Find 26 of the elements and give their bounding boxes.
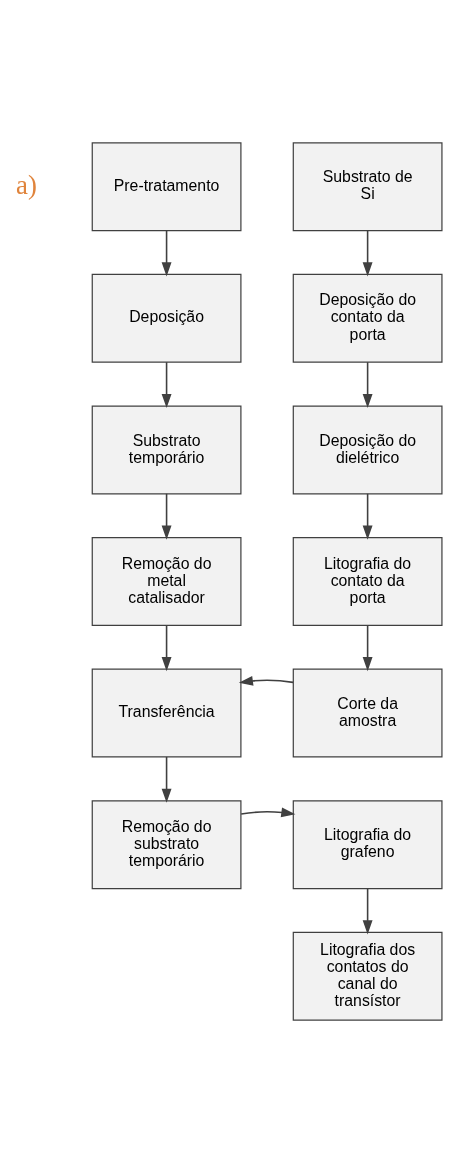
node-box: Pre-tratamento [91,141,242,231]
node-box: Litografia do contato da porta [292,536,443,626]
node-box: Remoção do substrato temporário [91,799,242,889]
arrow [240,807,296,817]
arrow [161,229,172,276]
node-box: Litografia do grafeno [292,799,443,889]
arrow [362,492,373,540]
label: a) [16,169,37,200]
arrow [362,229,373,276]
node-box: Substrato de Si [292,141,443,231]
node-box: Litografia dos contatos do canal do transístor [292,931,443,1021]
node-box: Substrato temporário [91,404,242,494]
node-box: Deposição do dielétrico [292,404,443,494]
node-box: Transferência [91,668,242,758]
arrow [238,675,294,686]
arrow [161,492,172,540]
arrow [362,624,373,671]
arrow [362,887,373,934]
node-box: Corte da amostra [292,668,443,758]
arrow [161,755,172,803]
arrow [161,624,172,671]
node-box: Deposição [91,273,242,363]
node-box: Deposição do contato da porta [292,273,443,363]
node-box: Remoção do metal catalisador [91,536,242,626]
arrow [161,360,172,408]
arrow [362,360,373,408]
